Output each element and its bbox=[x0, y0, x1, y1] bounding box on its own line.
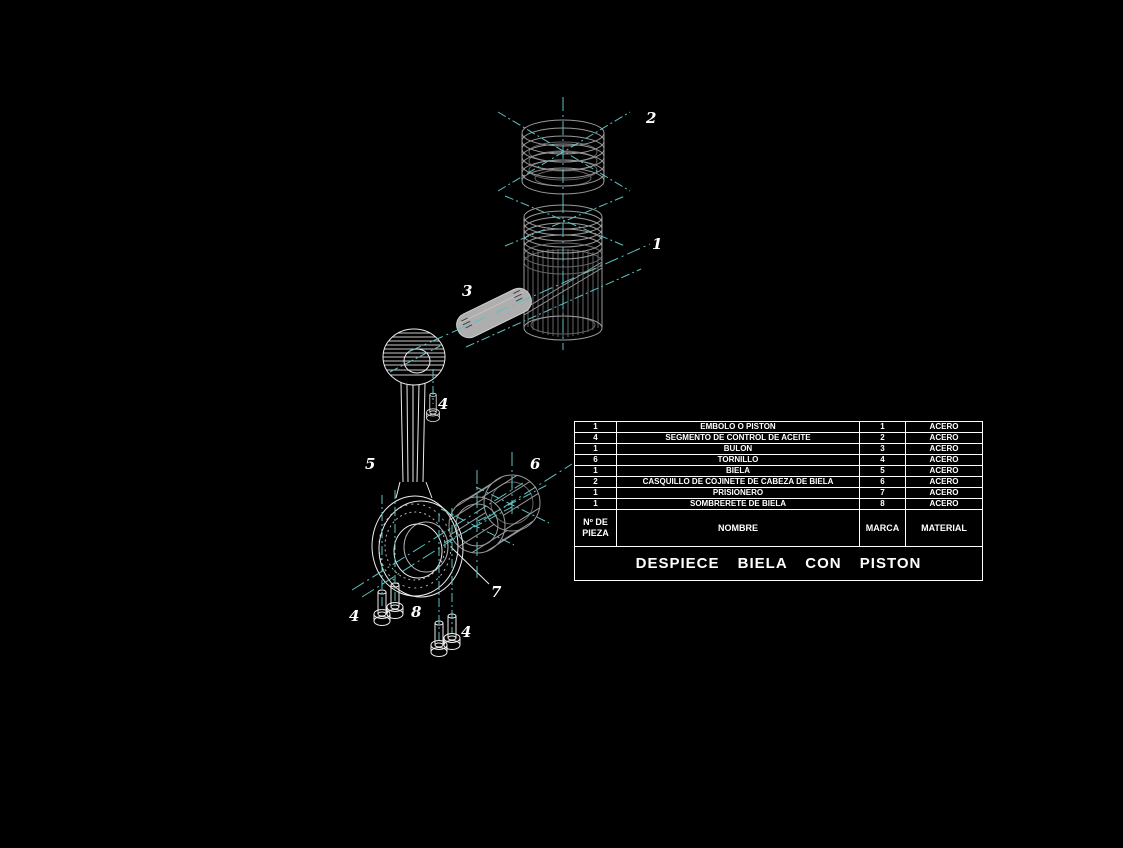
mark-cell: 2 bbox=[859, 432, 906, 444]
mark-cell: 7 bbox=[859, 487, 906, 499]
part-label-segmento: 2 bbox=[645, 109, 656, 127]
table-row: 2 CASQUILLO DE COJINETE DE CABEZA DE BIE… bbox=[574, 476, 983, 488]
mark-header: MARCA bbox=[859, 509, 906, 547]
table-row: 4 SEGMENTO DE CONTROL DE ACEITE 2 ACERO bbox=[574, 432, 983, 444]
mark-cell: 8 bbox=[859, 498, 906, 510]
qty-cell: 1 bbox=[574, 443, 617, 455]
name-cell: BULON bbox=[616, 443, 860, 455]
name-cell: EMBOLO O PISTON bbox=[616, 421, 860, 433]
part-label-tornillo-left: 4 bbox=[349, 607, 359, 625]
part-labels: 2 1 3 4 5 6 7 4 8 4 bbox=[349, 109, 662, 641]
material-cell: ACERO bbox=[905, 443, 983, 455]
part-label-tornillo-top: 4 bbox=[438, 395, 448, 413]
drawing-title: DESPIECE BIELA CON PISTON bbox=[574, 546, 983, 581]
part-label-bulon: 3 bbox=[462, 282, 472, 300]
qty-cell: 1 bbox=[574, 421, 617, 433]
material-cell: ACERO bbox=[905, 454, 983, 466]
name-cell: CASQUILLO DE COJINETE DE CABEZA DE BIELA bbox=[616, 476, 860, 488]
qty-cell: 4 bbox=[574, 432, 617, 444]
table-row: 1 SOMBRERETE DE BIELA 8 ACERO bbox=[574, 498, 983, 510]
material-header: MATERIAL bbox=[905, 509, 983, 547]
part-label-prisionero: 7 bbox=[491, 583, 502, 601]
table-row: 1 BULON 3 ACERO bbox=[574, 443, 983, 455]
material-cell: ACERO bbox=[905, 421, 983, 433]
mark-cell: 4 bbox=[859, 454, 906, 466]
table-row: 1 EMBOLO O PISTON 1 ACERO bbox=[574, 421, 983, 433]
piston-pin-wireframe bbox=[456, 287, 532, 339]
mark-cell: 5 bbox=[859, 465, 906, 477]
mark-cell: 1 bbox=[859, 421, 906, 433]
table-row: 6 TORNILLO 4 ACERO bbox=[574, 454, 983, 466]
material-cell: ACERO bbox=[905, 465, 983, 477]
material-cell: ACERO bbox=[905, 487, 983, 499]
material-cell: ACERO bbox=[905, 498, 983, 510]
name-cell: SOMBRERETE DE BIELA bbox=[616, 498, 860, 510]
mark-cell: 6 bbox=[859, 476, 906, 488]
part-label-sombrerete: 8 bbox=[411, 603, 422, 621]
name-cell: TORNILLO bbox=[616, 454, 860, 466]
part-label-piston: 1 bbox=[652, 235, 662, 253]
name-cell: BIELA bbox=[616, 465, 860, 477]
mark-cell: 3 bbox=[859, 443, 906, 455]
qty-header: Nº DE PIEZA bbox=[574, 509, 617, 547]
qty-cell: 1 bbox=[574, 487, 617, 499]
table-row: 1 PRISIONERO 7 ACERO bbox=[574, 487, 983, 499]
part-label-tornillo-right: 4 bbox=[461, 623, 471, 641]
qty-cell: 1 bbox=[574, 465, 617, 477]
table-header-row: Nº DE PIEZA NOMBRE MARCA MATERIAL bbox=[574, 509, 983, 547]
connecting-rod-wireframe bbox=[371, 328, 490, 598]
title-row: DESPIECE BIELA CON PISTON bbox=[574, 546, 983, 581]
part-label-biela: 5 bbox=[365, 455, 375, 473]
parts-table: 1 EMBOLO O PISTON 1 ACERO 4 SEGMENTO DE … bbox=[574, 421, 983, 581]
qty-cell: 2 bbox=[574, 476, 617, 488]
name-cell: SEGMENTO DE CONTROL DE ACEITE bbox=[616, 432, 860, 444]
table-row: 1 BIELA 5 ACERO bbox=[574, 465, 983, 477]
name-cell: PRISIONERO bbox=[616, 487, 860, 499]
material-cell: ACERO bbox=[905, 432, 983, 444]
part-label-casquillo: 6 bbox=[530, 455, 541, 473]
centerlines bbox=[351, 97, 651, 640]
qty-cell: 6 bbox=[574, 454, 617, 466]
qty-cell: 1 bbox=[574, 498, 617, 510]
name-header: NOMBRE bbox=[616, 509, 860, 547]
material-cell: ACERO bbox=[905, 476, 983, 488]
